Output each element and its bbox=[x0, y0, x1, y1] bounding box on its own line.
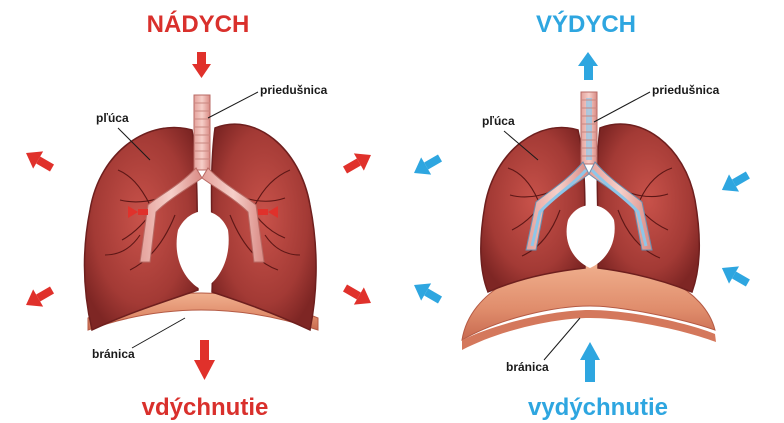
inhale-arrow-lower-right-icon bbox=[340, 279, 376, 311]
exhale-right-lung bbox=[597, 124, 699, 292]
inhale-title: NÁDYCH bbox=[147, 10, 250, 38]
exhale-arrow-upper-right-icon bbox=[717, 166, 753, 198]
inhale-lungs-label: pľúca bbox=[96, 111, 129, 125]
exhale-diaphragm-label: bránica bbox=[506, 360, 549, 374]
inhale-arrow-upper-right-icon bbox=[340, 146, 376, 178]
inhale-arrow-lower-left-icon bbox=[21, 281, 57, 313]
exhale-top-arrow-icon bbox=[578, 52, 598, 80]
exhale-arrow-lower-left-icon bbox=[409, 276, 445, 308]
exhale-panel: VÝDYCH bbox=[409, 10, 753, 421]
inhale-trachea-label: priedušnica bbox=[260, 83, 328, 97]
inhale-diaphragm-label: bránica bbox=[92, 347, 135, 361]
exhale-title: VÝDYCH bbox=[536, 10, 636, 38]
inhale-top-arrow-icon bbox=[192, 52, 211, 78]
exhale-arrow-upper-left-icon bbox=[409, 149, 445, 181]
inhale-bottom-label: vdýchnutie bbox=[142, 394, 269, 421]
exhale-lungs-label: pľúca bbox=[482, 114, 515, 128]
exhale-arrow-bottom-icon bbox=[580, 342, 600, 382]
inhale-arrow-bottom-icon bbox=[194, 340, 215, 380]
inhale-panel: NÁDYCH bbox=[21, 10, 376, 421]
inhale-arrow-upper-left-icon bbox=[21, 144, 57, 176]
exhale-arrow-lower-right-icon bbox=[717, 259, 753, 291]
exhale-left-lung bbox=[481, 127, 585, 292]
exhale-bottom-label: vydýchnutie bbox=[528, 394, 668, 421]
exhale-trachea-label: priedušnica bbox=[652, 83, 720, 97]
